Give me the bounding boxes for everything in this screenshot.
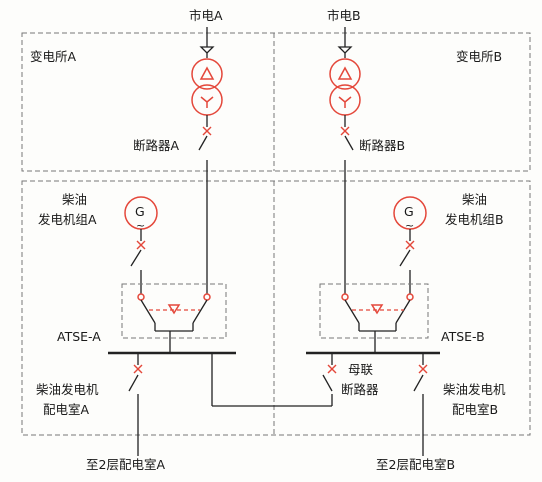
generator-b-breaker-x-icon: [405, 240, 415, 250]
transformer-b-icon: [329, 58, 361, 116]
generator-a-breaker-blade: [130, 249, 142, 267]
utility-a-label: 市电A: [189, 8, 223, 23]
atse-a-label: ATSE-A: [57, 329, 101, 344]
output-b-label: 至2层配电室B: [376, 457, 455, 472]
generator-b-icon: G ~: [393, 196, 427, 232]
svg-text:~: ~: [136, 219, 145, 232]
breaker-b-blade: [344, 135, 354, 151]
tie-breaker-label-line1: 母联: [348, 362, 374, 377]
generator-a-breaker-x-icon: [136, 240, 146, 250]
breaker-b-x-icon: [340, 126, 350, 136]
utility-b-label: 市电B: [327, 8, 361, 23]
generator-b-label-line2: 发电机组B: [445, 212, 504, 227]
tie-breaker-blade: [322, 374, 333, 392]
atse-a-switch: [121, 283, 227, 352]
svg-text:G: G: [135, 204, 145, 219]
generator-a-label-line1: 柴油: [62, 192, 87, 207]
utility-b-arrow-icon: [337, 46, 353, 54]
substation-b-label: 变电所B: [456, 49, 502, 64]
room-b-label-line2: 配电室B: [452, 402, 498, 417]
generator-b-breaker-blade: [399, 249, 411, 267]
tie-breaker-x-icon: [327, 364, 337, 374]
generator-b-label-line1: 柴油: [462, 192, 487, 207]
generator-room-area-frame: [21, 180, 531, 436]
outgoing-b-breaker-x-icon: [418, 364, 428, 374]
breaker-a-label: 断路器A: [133, 138, 180, 153]
room-b-label-line1: 柴油发电机: [443, 382, 506, 397]
atse-b-label: ATSE-B: [441, 329, 485, 344]
svg-text:G: G: [404, 204, 414, 219]
atse-b-switch: [319, 283, 429, 352]
breaker-a-blade: [198, 135, 208, 151]
room-a-label-line2: 配电室A: [43, 402, 90, 417]
transformer-a-icon: [191, 58, 223, 116]
outgoing-a-breaker-x-icon: [133, 364, 143, 374]
tie-breaker-label-line2: 断路器: [341, 382, 379, 397]
svg-text:~: ~: [405, 219, 414, 232]
substation-area-frame: [21, 32, 531, 172]
generator-a-icon: G ~: [124, 196, 158, 232]
outgoing-b-breaker-blade: [413, 374, 424, 392]
breaker-b-label: 断路器B: [359, 138, 405, 153]
room-a-label-line1: 柴油发电机: [36, 382, 99, 397]
outgoing-a-breaker-blade: [128, 374, 139, 392]
substation-a-label: 变电所A: [30, 49, 77, 64]
generator-a-label-line2: 发电机组A: [38, 212, 97, 227]
breaker-a-x-icon: [202, 126, 212, 136]
output-a-label: 至2层配电室A: [86, 457, 165, 472]
utility-a-arrow-icon: [199, 46, 215, 54]
